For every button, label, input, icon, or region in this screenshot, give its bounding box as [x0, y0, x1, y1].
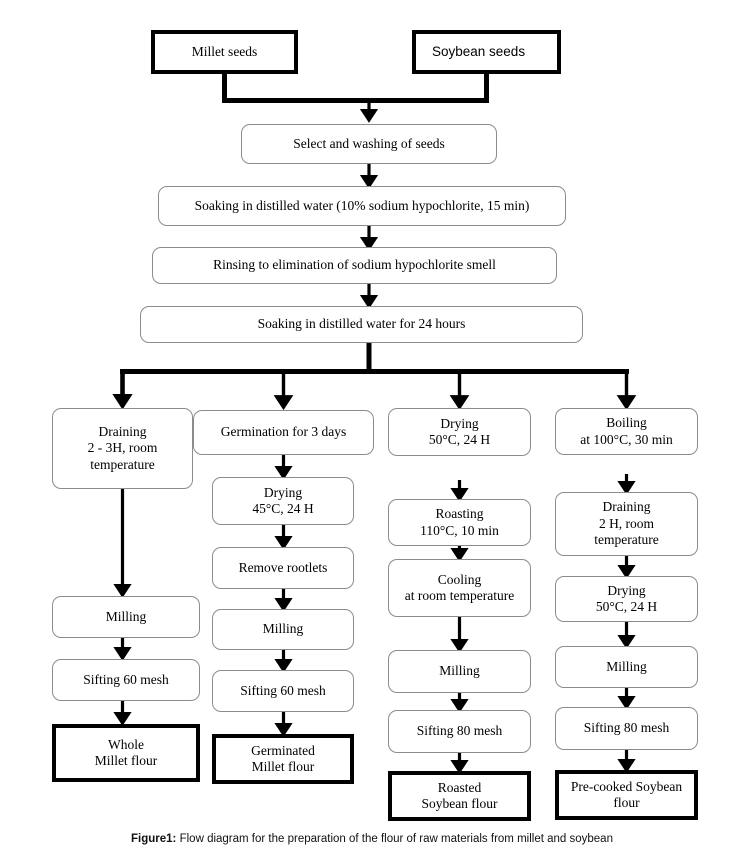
node-whole-millet-flour[interactable]: Whole Millet flour — [52, 724, 200, 782]
node-roasting-110c-label: Roasting 110°C, 10 min — [420, 506, 499, 538]
node-sifting-80-mesh-1-label: Sifting 80 mesh — [416, 723, 503, 739]
node-rinsing-label: Rinsing to elimination of sodium hypochl… — [213, 257, 496, 273]
node-milling-4[interactable]: Milling — [555, 646, 698, 688]
node-soybean-seeds-label: Soybean seeds — [432, 43, 526, 59]
node-sifting-60-mesh-1[interactable]: Sifting 60 mesh — [52, 659, 200, 701]
node-millet-seeds-label: Millet seeds — [191, 43, 258, 59]
node-milling-2[interactable]: Milling — [212, 609, 354, 650]
node-select-washing-label: Select and washing of seeds — [293, 135, 445, 151]
node-milling-3-label: Milling — [439, 663, 480, 679]
node-millet-seeds[interactable]: Millet seeds — [151, 30, 298, 74]
node-soaking-hypochlorite-label: Soaking in distilled water (10% sodium h… — [194, 197, 530, 213]
node-milling-3[interactable]: Milling — [388, 650, 531, 693]
node-soaking-24h-label: Soaking in distilled water for 24 hours — [257, 316, 466, 332]
node-drying-45c-label: Drying 45°C, 24 H — [252, 484, 314, 516]
node-pre-cooked-soybean-flour[interactable]: Pre-cooked Soybean flour — [555, 770, 698, 820]
node-select-washing[interactable]: Select and washing of seeds — [241, 124, 497, 164]
node-sifting-60-mesh-2-label: Sifting 60 mesh — [240, 682, 326, 698]
node-remove-rootlets-label: Remove rootlets — [238, 559, 328, 575]
figure-caption-label: Figure1: — [131, 833, 177, 845]
node-milling-4-label: Milling — [606, 658, 647, 674]
connector-inputs-merge — [222, 74, 489, 123]
node-boiling-100c-label: Boiling at 100°C, 30 min — [580, 415, 673, 447]
node-sifting-80-mesh-2-label: Sifting 80 mesh — [583, 720, 670, 736]
node-draining-2-3h[interactable]: Draining 2 - 3H, room temperature — [52, 408, 193, 489]
node-draining-2-3h-label: Draining 2 - 3H, room temperature — [87, 423, 158, 472]
node-remove-rootlets[interactable]: Remove rootlets — [212, 547, 354, 589]
node-draining-2h-label: Draining 2 H, room temperature — [594, 499, 659, 548]
node-sifting-80-mesh-1[interactable]: Sifting 80 mesh — [388, 710, 531, 753]
node-drying-45c[interactable]: Drying 45°C, 24 H — [212, 477, 354, 525]
node-roasted-soybean-flour-label: Roasted Soybean flour — [421, 779, 498, 811]
node-roasted-soybean-flour[interactable]: Roasted Soybean flour — [388, 771, 531, 821]
connector-branch-bus — [112, 369, 637, 411]
node-drying-50c-2-label: Drying 50°C, 24 H — [595, 582, 658, 614]
node-cooling-room-temp[interactable]: Cooling at room temperature — [388, 559, 531, 617]
figure-caption: Figure1: Flow diagram for the preparatio… — [0, 833, 744, 845]
node-sifting-60-mesh-1-label: Sifting 60 mesh — [83, 671, 169, 687]
node-soybean-seeds[interactable]: Soybean seeds — [412, 30, 561, 74]
node-sifting-80-mesh-2[interactable]: Sifting 80 mesh — [555, 707, 698, 750]
node-sifting-60-mesh-2[interactable]: Sifting 60 mesh — [212, 670, 354, 712]
node-drying-50c-2[interactable]: Drying 50°C, 24 H — [555, 576, 698, 622]
node-soaking-24h[interactable]: Soaking in distilled water for 24 hours — [140, 306, 583, 343]
node-milling-2-label: Milling — [262, 621, 304, 637]
node-soaking-hypochlorite[interactable]: Soaking in distilled water (10% sodium h… — [158, 186, 566, 226]
node-germination-3-days[interactable]: Germination for 3 days — [193, 410, 374, 455]
node-boiling-100c[interactable]: Boiling at 100°C, 30 min — [555, 408, 698, 455]
node-germination-3-days-label: Germination for 3 days — [220, 424, 347, 440]
node-rinsing[interactable]: Rinsing to elimination of sodium hypochl… — [152, 247, 557, 284]
node-drying-50c-1-label: Drying 50°C, 24 H — [428, 415, 491, 447]
node-roasting-110c[interactable]: Roasting 110°C, 10 min — [388, 499, 531, 546]
node-draining-2h[interactable]: Draining 2 H, room temperature — [555, 492, 698, 556]
node-milling-1-label: Milling — [105, 608, 147, 624]
node-cooling-room-temp-label: Cooling at room temperature — [404, 571, 515, 603]
node-milling-1[interactable]: Milling — [52, 596, 200, 638]
node-pre-cooked-soybean-flour-label: Pre-cooked Soybean flour — [570, 778, 683, 810]
node-germinated-millet-flour-label: Germinated Millet flour — [251, 742, 315, 774]
node-drying-50c-1[interactable]: Drying 50°C, 24 H — [388, 408, 531, 456]
figure-caption-text: Flow diagram for the preparation of the … — [179, 833, 613, 845]
node-germinated-millet-flour[interactable]: Germinated Millet flour — [212, 734, 354, 784]
node-whole-millet-flour-label: Whole Millet flour — [94, 736, 158, 768]
